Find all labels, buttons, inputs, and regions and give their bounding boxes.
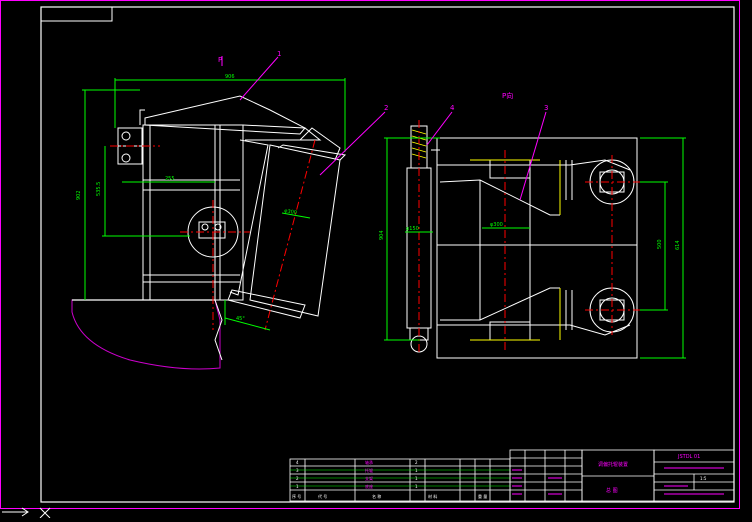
parts-list-header: 序 号 代 号 名 称 材 料 重 量 bbox=[292, 493, 487, 499]
part-number-3: 3 bbox=[544, 104, 548, 112]
header-code: 代 号 bbox=[318, 493, 327, 499]
dim-right-height: 904 bbox=[379, 230, 385, 240]
parts-list-rows: 4 轴承 2 3 托辊 1 2 支架 1 1 底座 1 bbox=[296, 459, 418, 489]
row-2-qty: 1 bbox=[415, 476, 418, 481]
outer-sheet-border bbox=[0, 0, 740, 509]
dim-height-inner: 535.5 bbox=[96, 182, 102, 196]
left-leaders bbox=[221, 56, 386, 176]
left-centerlines bbox=[110, 139, 316, 331]
drawing-title: 调偏托辊装置 bbox=[598, 461, 628, 468]
parts-list-inner-lines bbox=[290, 469, 510, 487]
view-arrow-label: P bbox=[218, 56, 222, 64]
part-number-1: 1 bbox=[277, 50, 281, 58]
right-bearing-ends bbox=[565, 159, 635, 333]
right-leaders bbox=[426, 111, 547, 201]
top-cover-plate bbox=[144, 95, 306, 135]
part-number-2: 2 bbox=[384, 104, 388, 112]
dim-right-span1: 500 bbox=[657, 239, 663, 249]
row-3-no: 3 bbox=[296, 468, 299, 473]
dim-width-top: 906 bbox=[225, 74, 235, 80]
dim-right-span2: 614 bbox=[675, 240, 681, 250]
ground-foundation bbox=[71, 299, 221, 370]
dim-right-roller-left: φ150 bbox=[406, 226, 419, 232]
title-block: 4 轴承 2 3 托辊 1 2 支架 1 1 底座 1 序 号 代 号 名 称 … bbox=[289, 449, 735, 502]
row-4-qty: 2 bbox=[415, 460, 418, 465]
left-view: 906 902 535.5 255 φ300 45° P 1 2 bbox=[71, 50, 388, 370]
dim-right-roller-mid: φ300 bbox=[490, 222, 503, 228]
right-view: 904 φ150 φ300 500 614 4 3 P向 bbox=[379, 91, 686, 359]
right-side-roller bbox=[406, 125, 440, 353]
row-1-qty: 1 bbox=[415, 484, 418, 489]
row-1-name: 底座 bbox=[365, 483, 373, 489]
right-dimensions bbox=[384, 137, 686, 359]
right-centerlines bbox=[418, 120, 640, 355]
scale: 1:5 bbox=[700, 476, 707, 481]
sheet-code: JSTDL 01 bbox=[677, 454, 700, 460]
yellow-detail-lines bbox=[470, 159, 561, 341]
row-2-no: 2 bbox=[296, 476, 299, 481]
row-3-qty: 1 bbox=[415, 468, 418, 473]
support-frame bbox=[139, 109, 322, 301]
header-material: 材 料 bbox=[428, 493, 437, 499]
dim-angle: 45° bbox=[236, 316, 245, 322]
header-weight: 重 量 bbox=[478, 493, 487, 499]
header-no: 序 号 bbox=[292, 493, 301, 499]
approval-signatures bbox=[512, 469, 562, 495]
row-1-no: 1 bbox=[296, 484, 299, 489]
drawing-code: 总 图 bbox=[606, 487, 618, 494]
title-cell-marks bbox=[664, 467, 724, 495]
dim-span-mid: 255 bbox=[165, 176, 175, 182]
corner-code-box bbox=[40, 6, 113, 22]
left-dimensions bbox=[82, 78, 346, 331]
dim-height-left: 902 bbox=[76, 190, 82, 200]
header-name: 名 称 bbox=[372, 493, 381, 499]
ucs-icon bbox=[2, 507, 51, 519]
row-2-name: 支架 bbox=[365, 475, 373, 481]
inner-drawing-frame bbox=[40, 6, 735, 503]
dim-roller-dia: φ300 bbox=[284, 208, 298, 216]
row-4-name: 轴承 bbox=[365, 459, 373, 465]
part-number-4: 4 bbox=[450, 104, 455, 112]
view-label: P向 bbox=[502, 91, 513, 100]
right-frame bbox=[436, 137, 638, 359]
row-4-no: 4 bbox=[296, 460, 299, 465]
tilted-roller bbox=[227, 127, 347, 319]
row-3-name: 托辊 bbox=[365, 467, 373, 473]
